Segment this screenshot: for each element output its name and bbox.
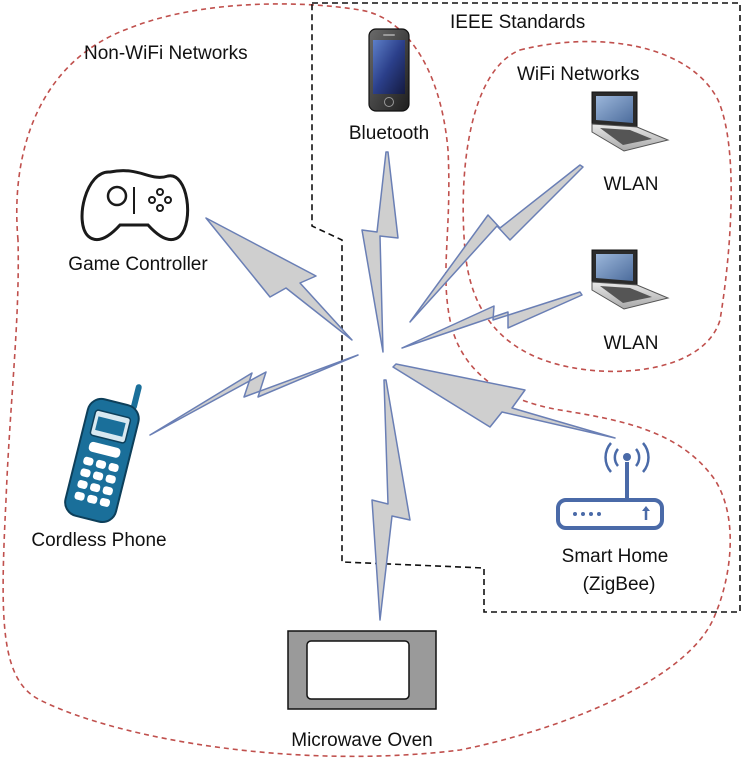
- signal-bolt-wlan-bottom: [401, 291, 583, 349]
- smart-home-label: Smart Home: [561, 546, 669, 567]
- microwave-icon: [287, 630, 437, 710]
- wifi-group-label: WiFi Networks: [517, 64, 640, 85]
- signal-bolt-game-controller: [205, 217, 353, 341]
- wifi-boundary: [462, 40, 732, 373]
- bluetooth-label: Bluetooth: [348, 123, 430, 144]
- router-icon: [556, 442, 664, 530]
- zigbee-label: (ZigBee): [582, 574, 656, 595]
- signal-bolt-bluetooth: [361, 151, 399, 353]
- ieee-boundary: [311, 2, 741, 613]
- laptop-icon: [591, 91, 670, 152]
- smartphone-icon: [368, 28, 410, 112]
- signal-bolts: [149, 151, 616, 621]
- cordless-phone-label: Cordless Phone: [31, 530, 167, 551]
- microwave-label: Microwave Oven: [291, 730, 433, 751]
- cordless-phone-icon: [64, 384, 142, 524]
- non-wifi-group-label: Non-WiFi Networks: [84, 43, 248, 64]
- wlan-label: WLAN: [603, 174, 659, 195]
- laptop-icon: [591, 249, 670, 310]
- non-wifi-boundary: [2, 3, 731, 758]
- wlan-label: WLAN: [603, 333, 659, 354]
- signal-bolt-smart-home: [392, 363, 616, 439]
- signal-bolt-cordless-phone: [149, 354, 359, 436]
- signal-bolt-wlan-top: [409, 164, 584, 323]
- game-controller-label: Game Controller: [68, 254, 208, 275]
- signal-bolt-microwave: [371, 379, 411, 621]
- ieee-group-label: IEEE Standards: [450, 12, 586, 33]
- gamepad-icon: [80, 169, 190, 242]
